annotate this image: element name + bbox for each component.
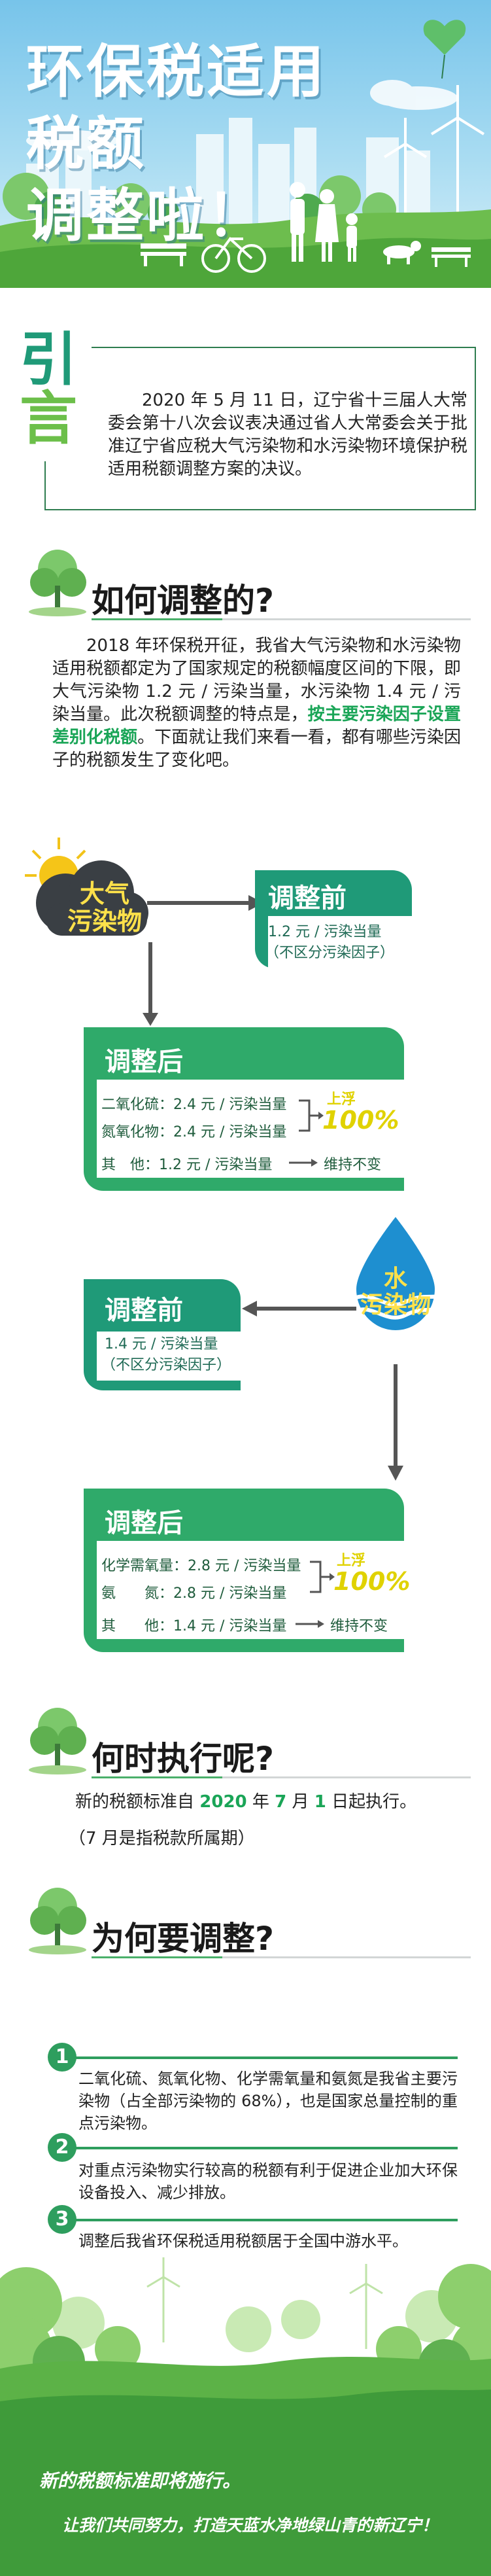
reason-line bbox=[62, 2056, 458, 2059]
section-divider bbox=[92, 1776, 222, 1778]
bracket-icon bbox=[299, 1099, 324, 1132]
tree-icon bbox=[29, 550, 86, 616]
header-banner: 环保税适用税额 调整啦！ bbox=[0, 0, 491, 288]
water-after-title: 调整后 bbox=[105, 1508, 183, 1538]
water-row-other: 其 他：1.4 元 / 污染当量 bbox=[101, 1614, 286, 1635]
water-label-line1: 水 bbox=[383, 1265, 407, 1292]
air-label-line1: 大气 bbox=[79, 879, 129, 908]
water-row-other-value: 1.4 元 / 污染当量 bbox=[173, 1618, 287, 1634]
water-before-panel-body bbox=[97, 1332, 241, 1381]
air-row-other-value: 1.2 元 / 污染当量 bbox=[159, 1157, 273, 1173]
water-before-value: 1.4 元 / 污染当量 bbox=[105, 1336, 218, 1352]
air-up-label: 上浮 bbox=[327, 1091, 356, 1108]
air-before-panel-body bbox=[268, 916, 412, 968]
intro-char-1: 引 bbox=[20, 326, 78, 393]
water-before-note: （不区分污染因子） bbox=[101, 1357, 231, 1373]
intro-char-2: 言 bbox=[20, 385, 78, 452]
when-day: 1 bbox=[314, 1792, 326, 1812]
air-up-percent: 100% bbox=[322, 1106, 399, 1135]
air-after-panel-body bbox=[97, 1080, 404, 1178]
water-row-ammonia-value: 2.8 元 / 污染当量 bbox=[173, 1585, 287, 1602]
reason-text-3: 调整后我省环保税适用税额居于全国中游水平。 bbox=[78, 2232, 408, 2250]
water-keep-label: 维持不变 bbox=[330, 1618, 388, 1634]
water-row-cod-value: 2.8 元 / 污染当量 bbox=[188, 1558, 301, 1574]
water-up-percent: 100% bbox=[333, 1567, 411, 1596]
air-label-line2: 污染物 bbox=[67, 907, 142, 936]
footer-slogan-2: 让我们共同努力，打造天蓝水净地绿山青的新辽宁！ bbox=[62, 2516, 439, 2535]
air-row-so2-name: 二氧化硫： bbox=[101, 1097, 174, 1113]
when-text-pre: 新的税额标准自 bbox=[75, 1792, 200, 1812]
when-mid2: 月 bbox=[286, 1792, 314, 1812]
section-how-highlight: 按主要污染因子设置差别化税额 bbox=[52, 705, 461, 747]
sun-cloud-icon bbox=[25, 838, 148, 936]
section-when-title: 何时执行呢? bbox=[92, 1740, 275, 1778]
arrow-left-icon bbox=[242, 1301, 356, 1316]
water-row-other-name: 其 他： bbox=[101, 1618, 174, 1634]
water-up-label: 上浮 bbox=[337, 1553, 366, 1569]
page-title-line1: 环保税适用税额 bbox=[26, 38, 328, 177]
when-month: 7 bbox=[275, 1792, 287, 1812]
section-divider bbox=[92, 1956, 222, 1958]
water-row-ammonia-name: 氨 氮： bbox=[101, 1585, 174, 1602]
reason-text-2: 对重点污染物实行较高的税额有利于促进企业加大环保设备投入、减少排放。 bbox=[78, 2161, 458, 2202]
air-after-title: 调整后 bbox=[105, 1047, 183, 1077]
when-text-post: 日起执行。 bbox=[326, 1792, 417, 1812]
tree-icon bbox=[29, 1888, 86, 1954]
section-divider bbox=[222, 1956, 471, 1958]
heart-balloon-icon bbox=[423, 20, 466, 79]
water-row-ammonia: 氨 氮：2.8 元 / 污染当量 bbox=[101, 1581, 286, 1602]
intro-text: 2020 年 5 月 11 日，辽宁省十三届人大常委会第十八次会议表决通过省人大… bbox=[108, 391, 467, 479]
footer-landscape-illustration bbox=[0, 2257, 491, 2576]
arrow-right-icon bbox=[296, 1620, 324, 1628]
air-row-nox: 氮氧化物：2.4 元 / 污染当量 bbox=[101, 1120, 286, 1141]
reason-line bbox=[62, 2147, 458, 2149]
arrow-connectors bbox=[143, 942, 158, 1026]
reason-text-1: 二氧化硫、氮氧化物、化学需氧量和氨氮是我省主要污染物（占全部污染物的 68%），… bbox=[78, 2070, 458, 2132]
tree-icon bbox=[29, 1708, 86, 1774]
air-row-so2-value: 2.4 元 / 污染当量 bbox=[173, 1097, 287, 1113]
arrow-down-icon bbox=[388, 1364, 403, 1481]
section-why-title: 为何要调整? bbox=[92, 1920, 275, 1958]
when-mid1: 年 bbox=[246, 1792, 275, 1812]
section-how-text-part2: 。下面就让我们来看一看，都有哪些污染因子的税额发生了变化吧。 bbox=[52, 728, 461, 770]
section-when-text: 新的税额标准自 2020 年 7 月 1 日起执行。 bbox=[75, 1791, 416, 1814]
air-pollutant-label: 大气 污染物 bbox=[62, 880, 147, 935]
water-pollutant-label: 水 污染物 bbox=[350, 1266, 441, 1318]
air-before-title: 调整前 bbox=[268, 883, 347, 913]
section-how-text: 2018 年环保税开征，我省大气污染物和水污染物适用税额都定为了国家规定的税额幅… bbox=[52, 635, 461, 772]
air-row-nox-value: 2.4 元 / 污染当量 bbox=[173, 1124, 287, 1140]
air-keep-label: 维持不变 bbox=[324, 1157, 382, 1173]
air-row-other-name: 其 他： bbox=[101, 1157, 160, 1173]
section-when-note: （7 月是指税款所属期） bbox=[69, 1829, 255, 1848]
reason-number-3: 3 bbox=[48, 2205, 76, 2234]
page-title-line2: 调整啦！ bbox=[26, 182, 267, 249]
reason-line bbox=[62, 2219, 458, 2221]
air-before-note: （不区分污染因子） bbox=[265, 945, 395, 961]
water-row-cod: 化学需氧量：2.8 元 / 污染当量 bbox=[101, 1554, 301, 1575]
water-label-line2: 污染物 bbox=[360, 1292, 431, 1318]
water-before-title: 调整前 bbox=[105, 1296, 183, 1326]
section-divider bbox=[222, 1776, 471, 1778]
bracket-icon bbox=[310, 1561, 335, 1593]
water-row-cod-name: 化学需氧量： bbox=[101, 1558, 188, 1574]
intro-label: 引 言 bbox=[20, 330, 92, 461]
air-before-value: 1.2 元 / 污染当量 bbox=[268, 924, 382, 940]
section-divider bbox=[92, 618, 222, 620]
when-year: 2020 bbox=[199, 1792, 247, 1812]
reason-number-1: 1 bbox=[48, 2043, 76, 2072]
air-row-nox-name: 氮氧化物： bbox=[101, 1124, 174, 1140]
water-after-panel-body bbox=[97, 1541, 404, 1639]
footer-slogan-1: 新的税额标准即将施行。 bbox=[39, 2470, 241, 2492]
city-skyline-illustration bbox=[0, 20, 491, 288]
air-row-other: 其 他：1.2 元 / 污染当量 bbox=[101, 1153, 272, 1174]
reason-number-2: 2 bbox=[48, 2133, 76, 2162]
section-how-title: 如何调整的? bbox=[92, 582, 275, 620]
arrow-right-icon bbox=[289, 1159, 318, 1167]
section-divider bbox=[222, 618, 471, 620]
air-row-so2: 二氧化硫：2.4 元 / 污染当量 bbox=[101, 1093, 286, 1114]
section-how-text-part1: 2018 年环保税开征，我省大气污染物和水污染物适用税额都定为了国家规定的税额幅… bbox=[52, 636, 461, 724]
arrow-right-icon bbox=[147, 895, 263, 911]
page-title: 环保税适用税额 调整啦！ bbox=[26, 36, 366, 252]
water-drop-icon bbox=[352, 1217, 442, 1330]
